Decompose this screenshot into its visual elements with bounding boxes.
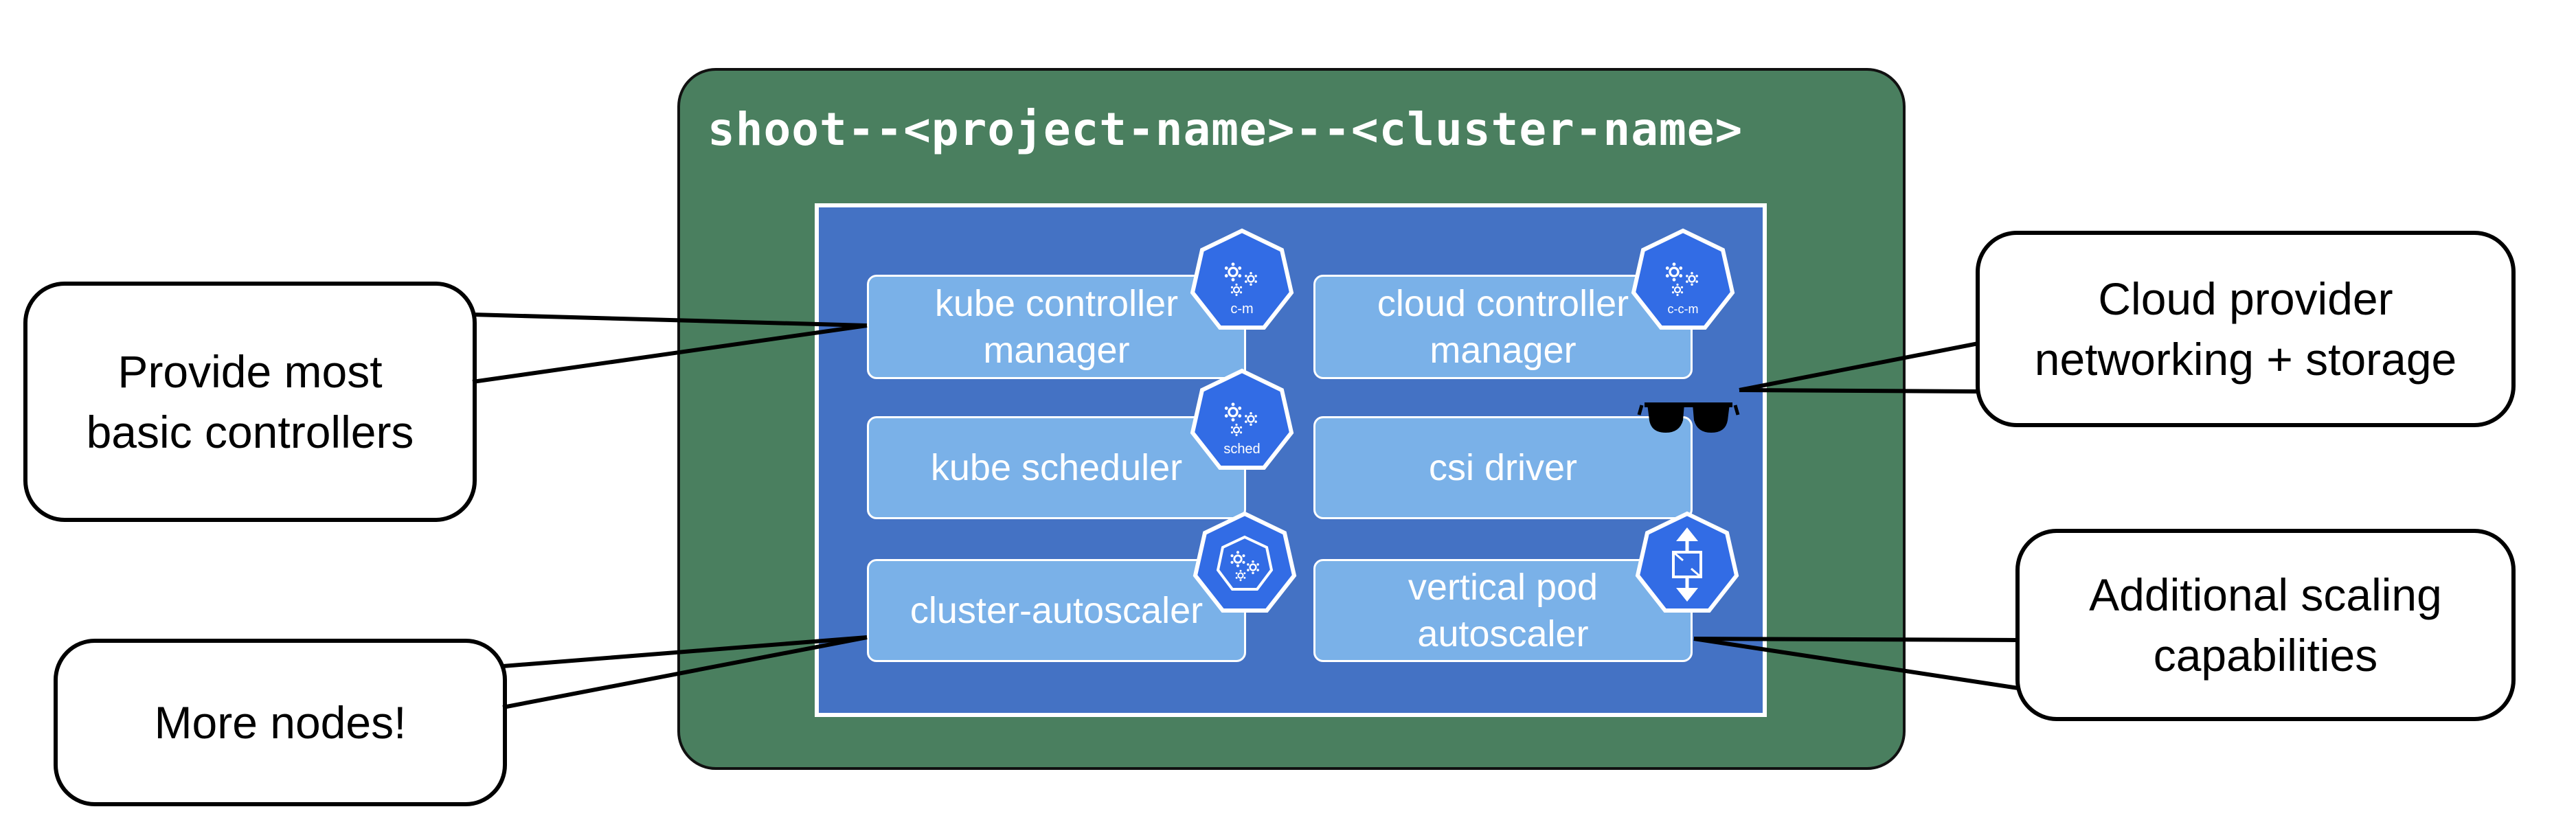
kube-controller-manager-line1: kube controller — [934, 283, 1179, 324]
kube-controller-manager-box: kube controller manager — [867, 275, 1246, 379]
callout-more-nodes-label: More nodes! — [154, 697, 407, 748]
callout-cloud-provider-line1: Cloud provider — [2098, 273, 2393, 324]
namespace-title: shoot--<project-name>--<cluster-name> — [708, 103, 1743, 156]
callout-basic-controllers-line1: Provide most — [117, 346, 383, 397]
vertical-pod-autoscaler-line2: autoscaler — [1417, 613, 1589, 654]
vertical-pod-autoscaler-line1: vertical pod — [1408, 567, 1598, 608]
callout-scaling-line1: Additional scaling — [2089, 569, 2442, 620]
callout-cloud-provider-line2: networking + storage — [2034, 334, 2457, 385]
kube-scheduler-box: kube scheduler — [867, 416, 1246, 519]
cluster-autoscaler-label: cluster-autoscaler — [909, 590, 1204, 631]
kube-scheduler-label: kube scheduler — [930, 447, 1183, 488]
callout-more-nodes: More nodes! — [54, 639, 507, 806]
cluster-autoscaler-box: cluster-autoscaler — [867, 559, 1246, 662]
callout-basic-controllers: Provide most basic controllers — [23, 282, 477, 522]
callout-cloud-provider: Cloud provider networking + storage — [1976, 231, 2516, 427]
vertical-pod-autoscaler-box: vertical pod autoscaler — [1313, 559, 1693, 662]
cloud-controller-manager-box: cloud controller manager — [1313, 275, 1693, 379]
cloud-controller-manager-line1: cloud controller — [1377, 283, 1629, 324]
csi-driver-label: csi driver — [1428, 447, 1578, 488]
callout-basic-controllers-line2: basic controllers — [86, 407, 414, 457]
csi-driver-box: csi driver — [1313, 416, 1693, 519]
callout-scaling: Additional scaling capabilities — [2015, 529, 2516, 721]
cloud-controller-manager-line2: manager — [1430, 330, 1577, 371]
kube-controller-manager-line2: manager — [983, 330, 1130, 371]
callout-scaling-line2: capabilities — [2153, 630, 2378, 681]
